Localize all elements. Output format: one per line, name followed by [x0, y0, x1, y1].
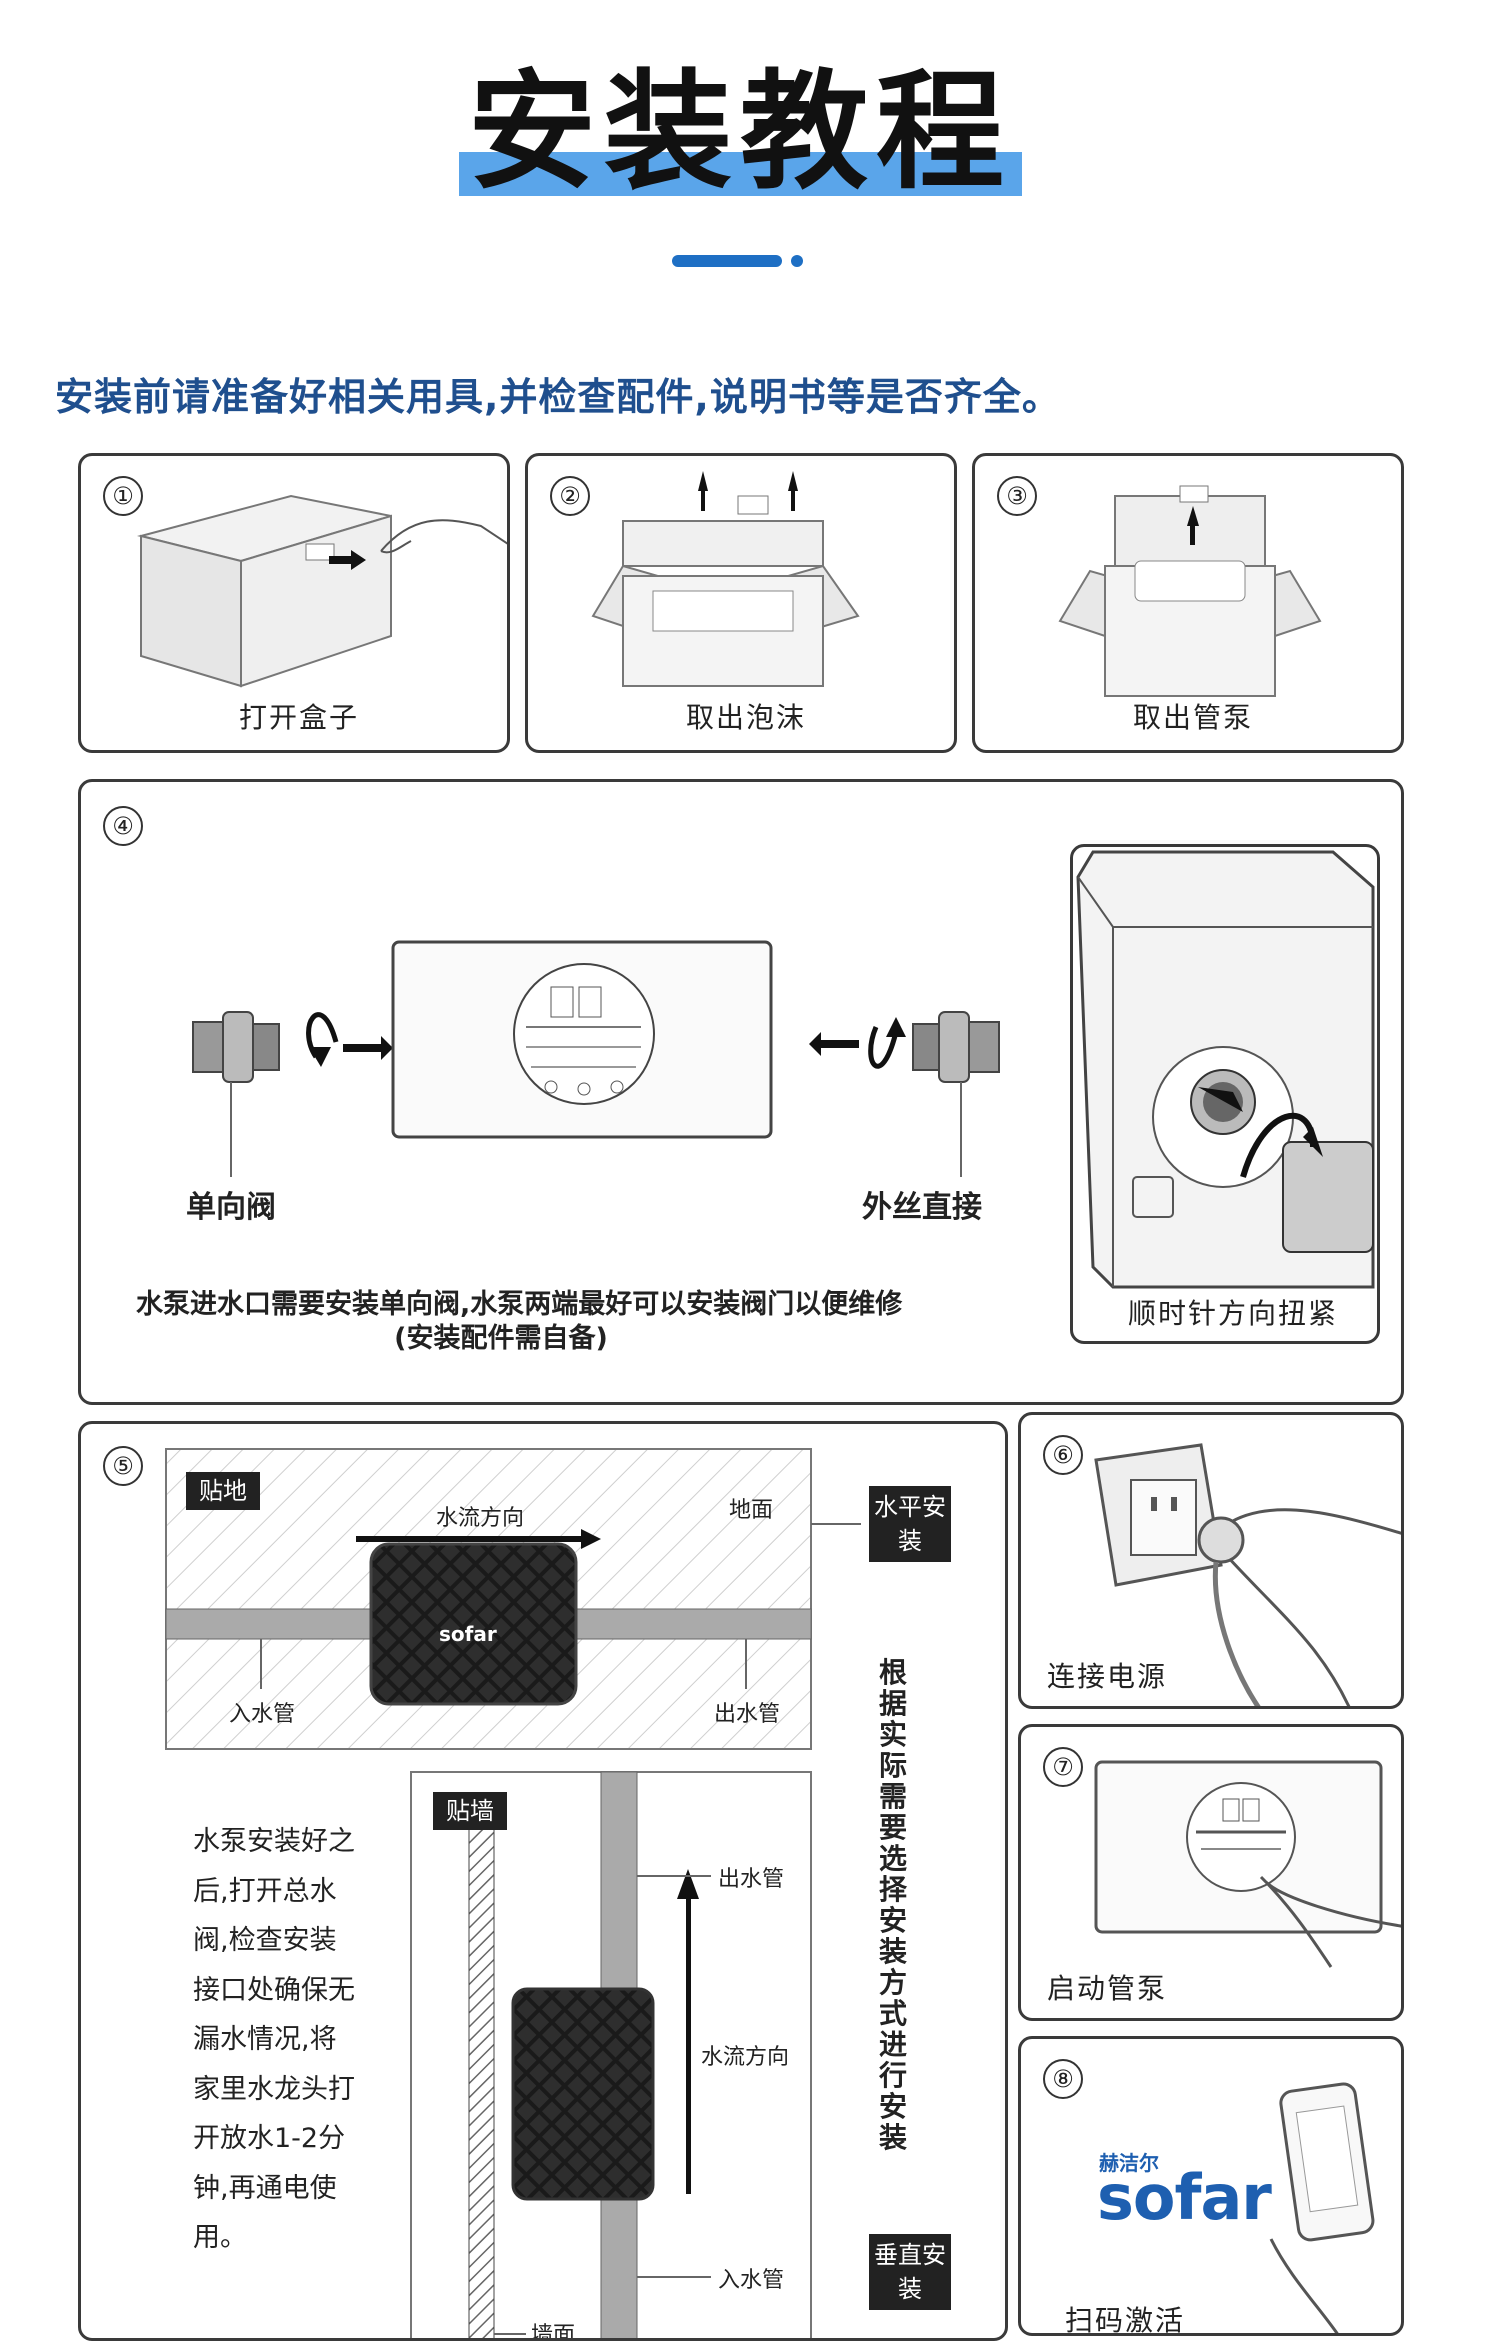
wall-label: 墙面 — [531, 2323, 576, 2341]
step-4-note-line2: (安装配件需自备) — [394, 1323, 608, 1354]
step-7-panel: ⑦ 启动管泵 — [1018, 1724, 1404, 2021]
box-illustration — [137, 494, 507, 688]
inlet-tightening-illustration — [1076, 850, 1375, 1289]
instruction-line: 用。 — [193, 2222, 247, 2253]
title-underline-dot — [791, 255, 803, 267]
step-3-caption: 取出管泵 — [1133, 701, 1254, 734]
step-1-panel: ① 打开盒子 — [78, 453, 510, 753]
horizontal-inlet-label: 入水管 — [229, 1702, 296, 1727]
vertical-install-tag: 垂直安装 — [869, 2234, 951, 2310]
inset-caption: 顺时针方向扭紧 — [1128, 1297, 1339, 1330]
horizontal-pump-brand: sofar — [439, 1622, 497, 1646]
start-pump-illustration — [1094, 1760, 1401, 1968]
horizontal-install-tag: 水平安装 — [869, 1486, 951, 1562]
step-6-caption: 连接电源 — [1047, 1660, 1168, 1693]
step-8-caption: 扫码激活 — [1065, 2304, 1186, 2336]
title-highlight-bar — [459, 152, 1022, 196]
step-1-number: ① — [103, 476, 143, 516]
step-2-number: ② — [550, 476, 590, 516]
side-note: 根据实际需要选择安装方式进行安装 — [878, 1656, 907, 2154]
foam-removal-illustration — [591, 471, 860, 687]
horizontal-flow-label: 水流方向 — [436, 1506, 525, 1531]
pump-removal-illustration — [1058, 485, 1322, 697]
step-2-panel: ② 取出泡沫 — [525, 453, 957, 753]
step-4-panel: ④ 单向阀 外丝直接 水泵进水口需要安装单向阀,水泵两端最好可以安装阀门以便维修… — [78, 779, 1404, 1405]
step-6-panel: ⑥ 连接电源 — [1018, 1412, 1404, 1709]
step-1-caption: 打开盒子 — [239, 701, 360, 734]
wall-mount-tag: 贴墙 — [433, 1792, 507, 1830]
instruction-line: 漏水情况,将 — [193, 2024, 337, 2055]
vertical-inlet-label: 入水管 — [718, 2268, 785, 2293]
step-4-note-line1: 水泵进水口需要安装单向阀,水泵两端最好可以安装阀门以便维修 — [136, 1289, 903, 1320]
power-socket-illustration — [1094, 1443, 1401, 1706]
step-3-number: ③ — [997, 476, 1037, 516]
phone-scan-illustration — [1269, 2082, 1375, 2333]
instruction-line: 阀,检查安装 — [193, 1925, 337, 1956]
instruction-line: 钟,再通电使 — [193, 2172, 337, 2204]
intro-text: 安装前请准备好相关用具,并检查配件,说明书等是否齐全。 — [55, 375, 1061, 419]
instruction-line: 接口处确保无 — [193, 1974, 355, 2006]
external-thread-label: 外丝直接 — [862, 1190, 982, 1225]
step-7-caption: 启动管泵 — [1047, 1972, 1168, 2005]
step-2-caption: 取出泡沫 — [686, 701, 807, 734]
step-4-inset: 顺时针方向扭紧 — [1070, 844, 1380, 1344]
instruction-line: 开放水1-2分 — [193, 2123, 346, 2154]
vertical-outlet-label: 出水管 — [718, 1867, 785, 1892]
horizontal-install-diagram — [165, 1448, 861, 2338]
vertical-flow-label: 水流方向 — [701, 2045, 790, 2070]
horizontal-outlet-label: 出水管 — [714, 1702, 781, 1727]
instruction-line: 后,打开总水 — [193, 1875, 337, 1907]
step-8-panel: ⑧ 赫洁尔 sofar 扫码激活 — [1018, 2036, 1404, 2336]
step-6-number: ⑥ — [1043, 1435, 1083, 1475]
step-8-number: ⑧ — [1043, 2059, 1083, 2099]
step-7-number: ⑦ — [1043, 1747, 1083, 1787]
step-3-panel: ③ 取出管泵 — [972, 453, 1404, 753]
instruction-line: 水泵安装好之 — [193, 1826, 355, 1857]
brand-logo: sofar — [1097, 2161, 1272, 2234]
title-underline-dash — [672, 255, 782, 267]
step-4-number: ④ — [103, 806, 143, 846]
instruction-text: 水泵安装好之 后,打开总水 阀,检查安装 接口处确保无 漏水情况,将 家里水龙头… — [193, 1817, 355, 2263]
step-5-panel: ⑤ 贴地 水流方向 地 — [78, 1421, 1008, 2341]
page-title: 安装教程 — [467, 58, 1012, 207]
instruction-line: 家里水龙头打 — [193, 2073, 355, 2105]
ground-label: 地面 — [729, 1498, 774, 1523]
step-5-number: ⑤ — [103, 1446, 143, 1486]
valve-connection-illustration — [192, 940, 1000, 1177]
floor-mount-tag: 贴地 — [186, 1472, 260, 1510]
brand-cn: 赫洁尔 — [1099, 2151, 1159, 2175]
check-valve-label: 单向阀 — [186, 1190, 276, 1225]
